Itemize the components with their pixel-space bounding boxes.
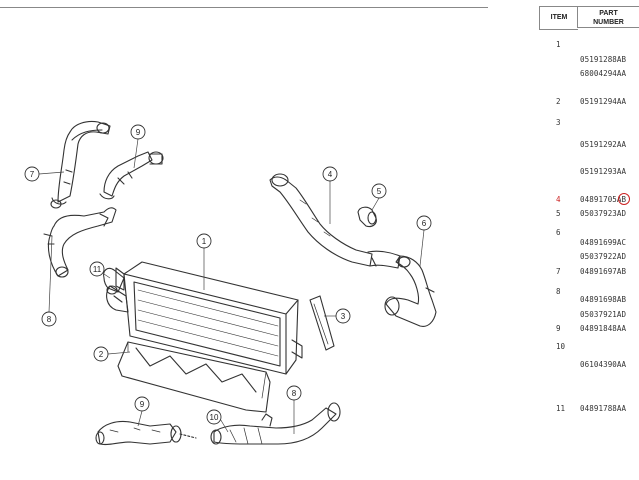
callout-6: 6	[416, 215, 432, 231]
part-number: 05191292AA	[580, 140, 627, 149]
part-number: 05191294AA	[580, 97, 627, 106]
item-number: 1	[556, 40, 561, 49]
leader-lines	[38, 138, 425, 434]
part-number: 04891697AB	[580, 267, 627, 276]
callout-1: 1	[196, 233, 212, 249]
part-number: 05037921AD	[580, 310, 627, 319]
hose-part-6	[384, 255, 437, 327]
part-number: 04891788AA	[580, 404, 627, 413]
item-number: 3	[556, 118, 561, 127]
table-row: 2 05191294AA	[539, 97, 639, 109]
svg-text:9: 9	[140, 400, 145, 409]
header-part-number: PART NUMBER	[577, 6, 639, 28]
callout-9-lower: 9	[134, 396, 150, 412]
callout-9-upper: 9	[130, 124, 146, 140]
item-number: 8	[556, 287, 561, 296]
table-row: 04891698AB	[539, 295, 639, 307]
item-number: 5	[556, 209, 561, 218]
svg-text:8: 8	[292, 389, 297, 398]
hose-part-9-upper	[99, 151, 164, 200]
callout-2: 2	[93, 346, 109, 362]
item-number: 9	[556, 324, 561, 333]
table-row: 8	[539, 287, 639, 299]
part-number: 06104390AA	[580, 360, 627, 369]
table-row: 3	[539, 118, 639, 130]
table-row: 7 04891697AB	[539, 267, 639, 279]
table-row: 4 04891705AB	[539, 193, 639, 207]
item-number: 7	[556, 267, 561, 276]
table-row: 11 04891788AA	[539, 404, 639, 416]
callout-7: 7	[24, 166, 40, 182]
hose-part-8-lower	[210, 402, 341, 445]
svg-text:8: 8	[47, 315, 52, 324]
callout-11: 11	[89, 261, 105, 277]
hose-part-7	[50, 120, 111, 209]
part-number: 04891698AB	[580, 295, 627, 304]
table-row: 05191288AB	[539, 55, 639, 67]
part-number: 68004294AA	[580, 69, 627, 78]
item-number: 2	[556, 97, 561, 106]
table-row: 05037922AD	[539, 252, 639, 264]
table-row: 68004294AA	[539, 69, 639, 81]
bracket-part-3	[309, 295, 335, 351]
table-row: 06104390AA	[539, 360, 639, 372]
table-row: 9 04891848AA	[539, 324, 639, 336]
table-row: 5 05037923AD	[539, 209, 639, 221]
hose-part-4	[269, 173, 401, 269]
header-item: ITEM	[539, 6, 578, 30]
svg-text:3: 3	[341, 312, 346, 321]
part-number: 04891705AB	[580, 193, 631, 205]
item-number: 11	[556, 404, 566, 413]
callout-8-lower: 8	[286, 385, 302, 401]
hose-part-9-lower	[95, 420, 197, 446]
elbow-part-11	[103, 267, 125, 303]
part-number: 05037922AD	[580, 252, 627, 261]
table-row: 05037921AD	[539, 310, 639, 322]
part-number: 04891699AC	[580, 238, 627, 247]
table-row: 6	[539, 228, 639, 240]
table-row: 1	[539, 40, 639, 52]
svg-text:9: 9	[136, 128, 141, 137]
svg-text:11: 11	[93, 265, 102, 274]
table-row: 05191293AA	[539, 167, 639, 179]
callout-8-left: 8	[41, 311, 57, 327]
item-number: 4	[556, 195, 561, 204]
lower-shield-part-2	[117, 341, 271, 413]
svg-text:2: 2	[99, 350, 104, 359]
hose-part-8-left	[43, 207, 117, 278]
table-row: 04891699AC	[539, 238, 639, 250]
svg-text:6: 6	[422, 219, 427, 228]
svg-text:4: 4	[328, 170, 333, 179]
page-rule	[0, 7, 488, 8]
svg-text:10: 10	[210, 413, 219, 422]
part-number: 05191293AA	[580, 167, 627, 176]
table-row: 10	[539, 342, 639, 354]
callout-5: 5	[371, 183, 387, 199]
callouts: 1 2 3 4 5 6 7 8 9 8 9 10 11	[24, 124, 432, 425]
callout-3: 3	[335, 308, 351, 324]
item-number: 6	[556, 228, 561, 237]
svg-text:5: 5	[377, 187, 382, 196]
svg-text:1: 1	[202, 237, 207, 246]
part-number: 05191288AB	[580, 55, 627, 64]
intercooler-core-part-1	[106, 261, 303, 375]
svg-text:7: 7	[30, 170, 35, 179]
callout-4: 4	[322, 166, 338, 182]
callout-10: 10	[206, 409, 222, 425]
connector-part-5	[357, 206, 377, 228]
part-number: 04891848AA	[580, 324, 627, 333]
table-row: 05191292AA	[539, 140, 639, 152]
item-number: 10	[556, 342, 566, 351]
part-number: 05037923AD	[580, 209, 627, 218]
